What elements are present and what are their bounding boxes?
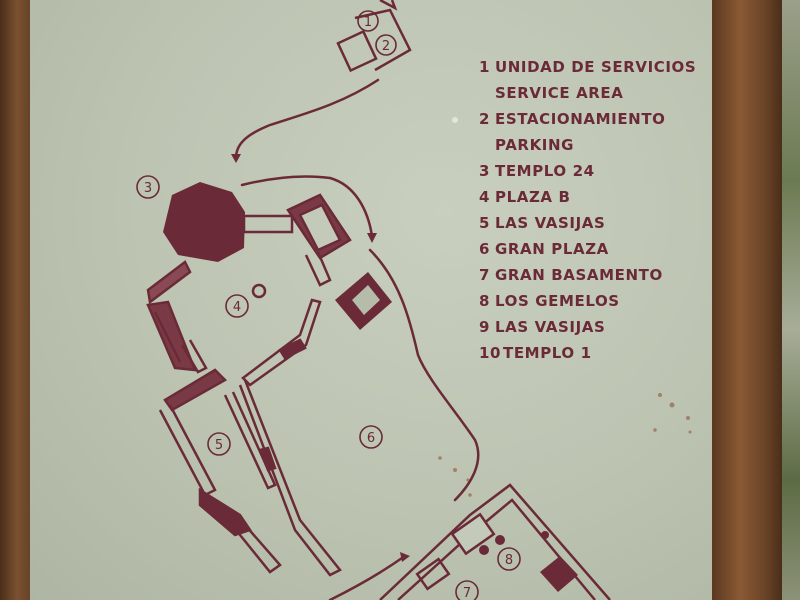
- altar-circle: [251, 283, 267, 299]
- legend-item-2-translation: PARKING: [495, 136, 575, 154]
- access-path-loop: [240, 175, 374, 238]
- templo-24-building: [163, 182, 245, 262]
- structure-east-templo: [286, 193, 352, 287]
- map-marker-8: 8: [505, 553, 513, 568]
- legend-item-1-translation: SERVICE AREA: [495, 84, 624, 102]
- map-marker-1: 1: [364, 15, 372, 30]
- map-marker-6: 6: [367, 431, 375, 446]
- central-shrine: [335, 272, 392, 330]
- plaza-b-west-wall: [146, 260, 192, 305]
- arrow-down-icon: [231, 154, 241, 163]
- rust-stains: [438, 117, 692, 497]
- stair-block: [450, 512, 496, 556]
- access-path-upper: [234, 78, 380, 160]
- gran-basamento-outline: [379, 483, 611, 600]
- arrow-down-icon-2: [367, 233, 377, 243]
- central-linear-mound: [241, 298, 322, 387]
- map-marker-2: 2: [382, 39, 390, 54]
- map-marker-4: 4: [233, 300, 241, 315]
- las-vasijas-north: [163, 368, 228, 412]
- service-area-building: [336, 29, 378, 73]
- las-vasijas-south: [198, 487, 252, 537]
- lower-path: [328, 556, 404, 600]
- los-gemelos-building: [540, 556, 578, 592]
- map-marker-7: 7: [463, 586, 471, 600]
- map-marker-3: 3: [144, 181, 152, 196]
- templo-24-annex: [242, 214, 294, 234]
- map-marker-5: 5: [215, 438, 223, 453]
- parking-outline: [354, 8, 412, 72]
- arrow-right-icon: [400, 552, 410, 562]
- wooden-frame-right: [712, 0, 782, 600]
- gran-plaza-boundary: [368, 248, 480, 502]
- background-foliage: [782, 0, 800, 600]
